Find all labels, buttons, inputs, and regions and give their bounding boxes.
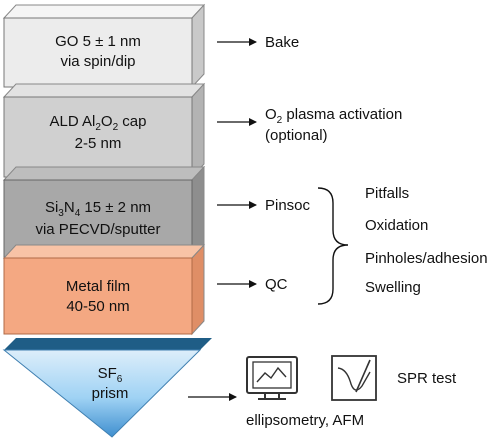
- layer-go-top: [2, 4, 206, 19]
- layer-metal-side: [191, 243, 205, 336]
- layer-go-front: [3, 17, 193, 88]
- layer-si3n4-line1: Si3N4 15 ± 2 nm: [45, 199, 151, 219]
- annotation-o2-optional: (optional): [265, 127, 328, 144]
- annotation-pinsoc: Pinsoc: [265, 197, 311, 214]
- layer-go-side: [191, 3, 205, 89]
- layer-si3n4-side: [191, 165, 205, 259]
- layer-go: GO 5 ± 1 nm via spin/dip: [2, 3, 206, 89]
- label-characterization: ellipsometry, AFM: [246, 412, 364, 429]
- issue-item: Pinholes/adhesion: [365, 250, 488, 267]
- prism-label: SF6: [98, 365, 123, 385]
- issues-brace: [317, 187, 349, 305]
- spr-curve-icon: [331, 355, 377, 401]
- annotation-qc: QC: [265, 276, 288, 293]
- layer-go-line2: via spin/dip: [60, 53, 135, 70]
- annotation-bake: Bake: [265, 34, 299, 51]
- layer-metal-film: Metal film 40-50 nm: [2, 243, 206, 336]
- prism-top-face: [4, 338, 212, 350]
- layer-si3n4-line2: via PECVD/sputter: [35, 221, 160, 238]
- issue-item: Oxidation: [365, 217, 428, 234]
- layer-ald-line2: 2-5 nm: [75, 135, 122, 152]
- layer-ald-front: [3, 96, 193, 178]
- monitor-icon: [246, 356, 298, 400]
- layer-metal-line1: Metal film: [66, 278, 130, 295]
- prism-label-line2: prism: [92, 385, 129, 402]
- layer-ald-side: [191, 82, 205, 179]
- annotation-o2-plasma: O2 plasma activation: [265, 106, 402, 126]
- layer-metal-line2: 40-50 nm: [66, 298, 129, 315]
- issue-item: Swelling: [365, 279, 421, 296]
- label-spr-test: SPR test: [397, 370, 457, 387]
- issue-item: Pitfalls: [365, 185, 409, 202]
- layer-ald-top: [2, 83, 206, 98]
- layer-si3n4-top: [2, 166, 206, 181]
- layer-go-line1: GO 5 ± 1 nm: [55, 33, 141, 50]
- layer-si3n4-front: [3, 179, 193, 258]
- annotation-arrows: [188, 38, 257, 401]
- layer-si3n4: Si3N4 15 ± 2 nm via PECVD/sputter: [2, 165, 206, 259]
- layer-ald-cap: ALD Al2O2 cap 2-5 nm: [2, 82, 206, 179]
- layer-metal-top: [2, 244, 206, 259]
- prism: SF6 prism: [2, 338, 212, 438]
- layer-ald-line1: ALD Al2O2 cap: [49, 113, 146, 133]
- layer-metal-front: [3, 257, 193, 335]
- prism-front-face: [2, 349, 202, 438]
